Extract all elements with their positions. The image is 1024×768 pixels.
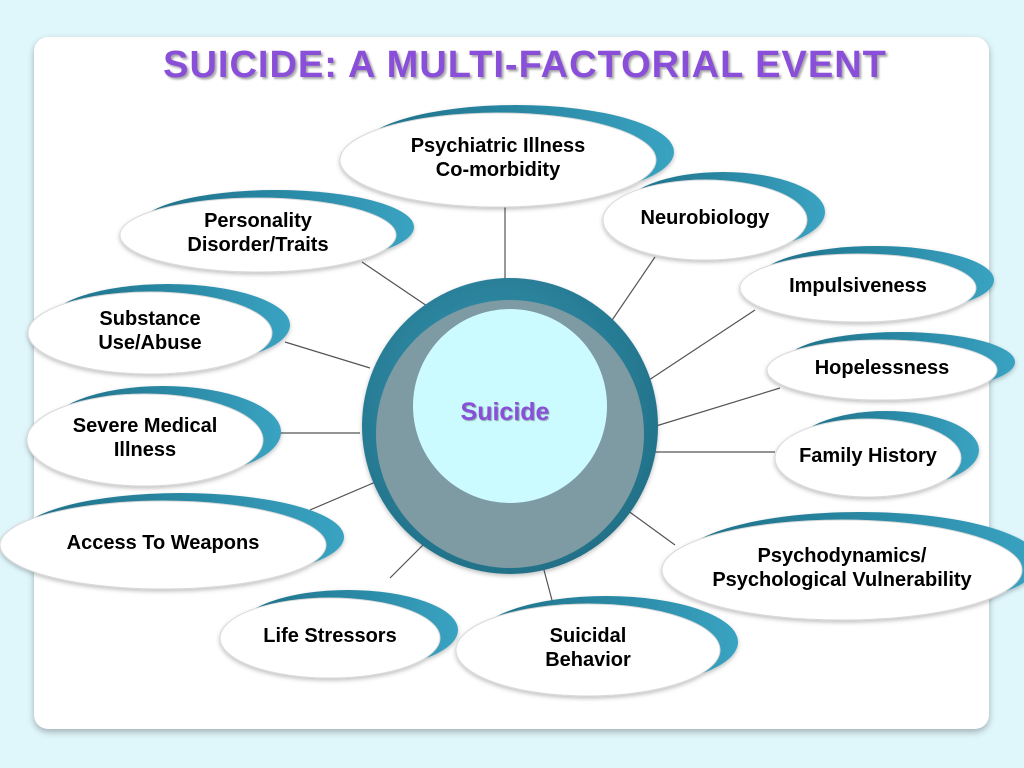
factor-ellipse-neurobiology — [602, 179, 808, 261]
factor-node-stressors — [219, 590, 458, 679]
factor-label-line: Co-morbidity — [435, 159, 561, 181]
factor-ellipse-behavior — [455, 603, 721, 697]
factor-label-line: Neurobiology — [640, 207, 770, 229]
factor-ellipse-medical — [26, 393, 264, 487]
factor-nodes — [0, 105, 1024, 697]
factor-ellipse-impulsiveness — [739, 253, 977, 323]
center-hub — [362, 278, 658, 574]
factor-node-weapons — [0, 493, 344, 590]
factor-label-line: Personality — [204, 210, 312, 232]
factor-label-hopelessness: Hopelessness — [767, 356, 997, 380]
factor-label-line: Psychodynamics/ — [757, 545, 927, 567]
factor-label-line: Illness — [113, 439, 177, 461]
factor-label-line: Family History — [799, 445, 937, 467]
factor-label-neurobiology: Neurobiology — [603, 206, 807, 230]
connector-substance — [284, 341, 371, 369]
factor-label-line: Life Stressors — [263, 625, 397, 647]
connector-impulsiveness — [645, 309, 756, 383]
factor-node-medical — [26, 386, 281, 487]
factor-label-line: Hopelessness — [814, 357, 950, 379]
factor-label-stressors: Life Stressors — [220, 624, 440, 648]
hub-inner-circle — [413, 309, 607, 503]
factor-label-psychodynamics: Psychodynamics/Psychological Vulnerabili… — [662, 544, 1022, 592]
slide-title: SUICIDE: A MULTI-FACTORIAL EVENT — [163, 44, 887, 86]
factor-ellipse-hopelessness — [766, 339, 998, 401]
factor-label-line: Impulsiveness — [789, 275, 927, 297]
factor-node-personality — [119, 190, 414, 273]
factor-label-line: Disorder/Traits — [187, 234, 329, 256]
factor-label-impulsiveness: Impulsiveness — [740, 274, 976, 298]
factor-label-line: Substance — [99, 308, 201, 330]
factor-label-line: Access To Weapons — [66, 532, 260, 554]
factor-ellipse-psychodynamics — [661, 519, 1023, 621]
factor-node-behavior — [455, 596, 738, 697]
factor-node-family — [774, 411, 979, 498]
factor-ellipse-stressors — [219, 597, 441, 679]
connector-weapons — [309, 477, 386, 511]
connector-hopelessness — [655, 387, 781, 427]
factor-ellipse-psychiatric — [339, 112, 657, 208]
factor-label-line: Behavior — [545, 649, 631, 671]
factor-node-impulsiveness — [739, 246, 994, 323]
factor-ellipse-weapons — [0, 500, 327, 590]
factor-ellipse-family — [774, 418, 962, 498]
factor-label-line: Severe Medical — [72, 415, 218, 437]
factor-label-weapons: Access To Weapons — [0, 531, 326, 555]
factor-label-line: Psychological Vulnerability — [712, 569, 972, 591]
factor-ellipse-substance — [27, 291, 273, 375]
factor-ellipse-personality — [119, 197, 397, 273]
factor-label-family: Family History — [775, 444, 961, 468]
factor-node-substance — [27, 284, 290, 375]
connector-personality — [361, 261, 431, 309]
factor-label-line: Use/Abuse — [98, 332, 202, 354]
connector-lines — [265, 207, 781, 605]
factor-label-line: Psychiatric Illness — [410, 135, 586, 157]
factor-node-neurobiology — [602, 172, 825, 261]
factor-label-line: Suicidal — [549, 625, 627, 647]
factor-node-psychiatric — [339, 105, 674, 208]
factor-node-hopelessness — [766, 332, 1015, 401]
factor-node-psychodynamics — [661, 512, 1024, 621]
center-label: Suicide — [460, 398, 550, 426]
